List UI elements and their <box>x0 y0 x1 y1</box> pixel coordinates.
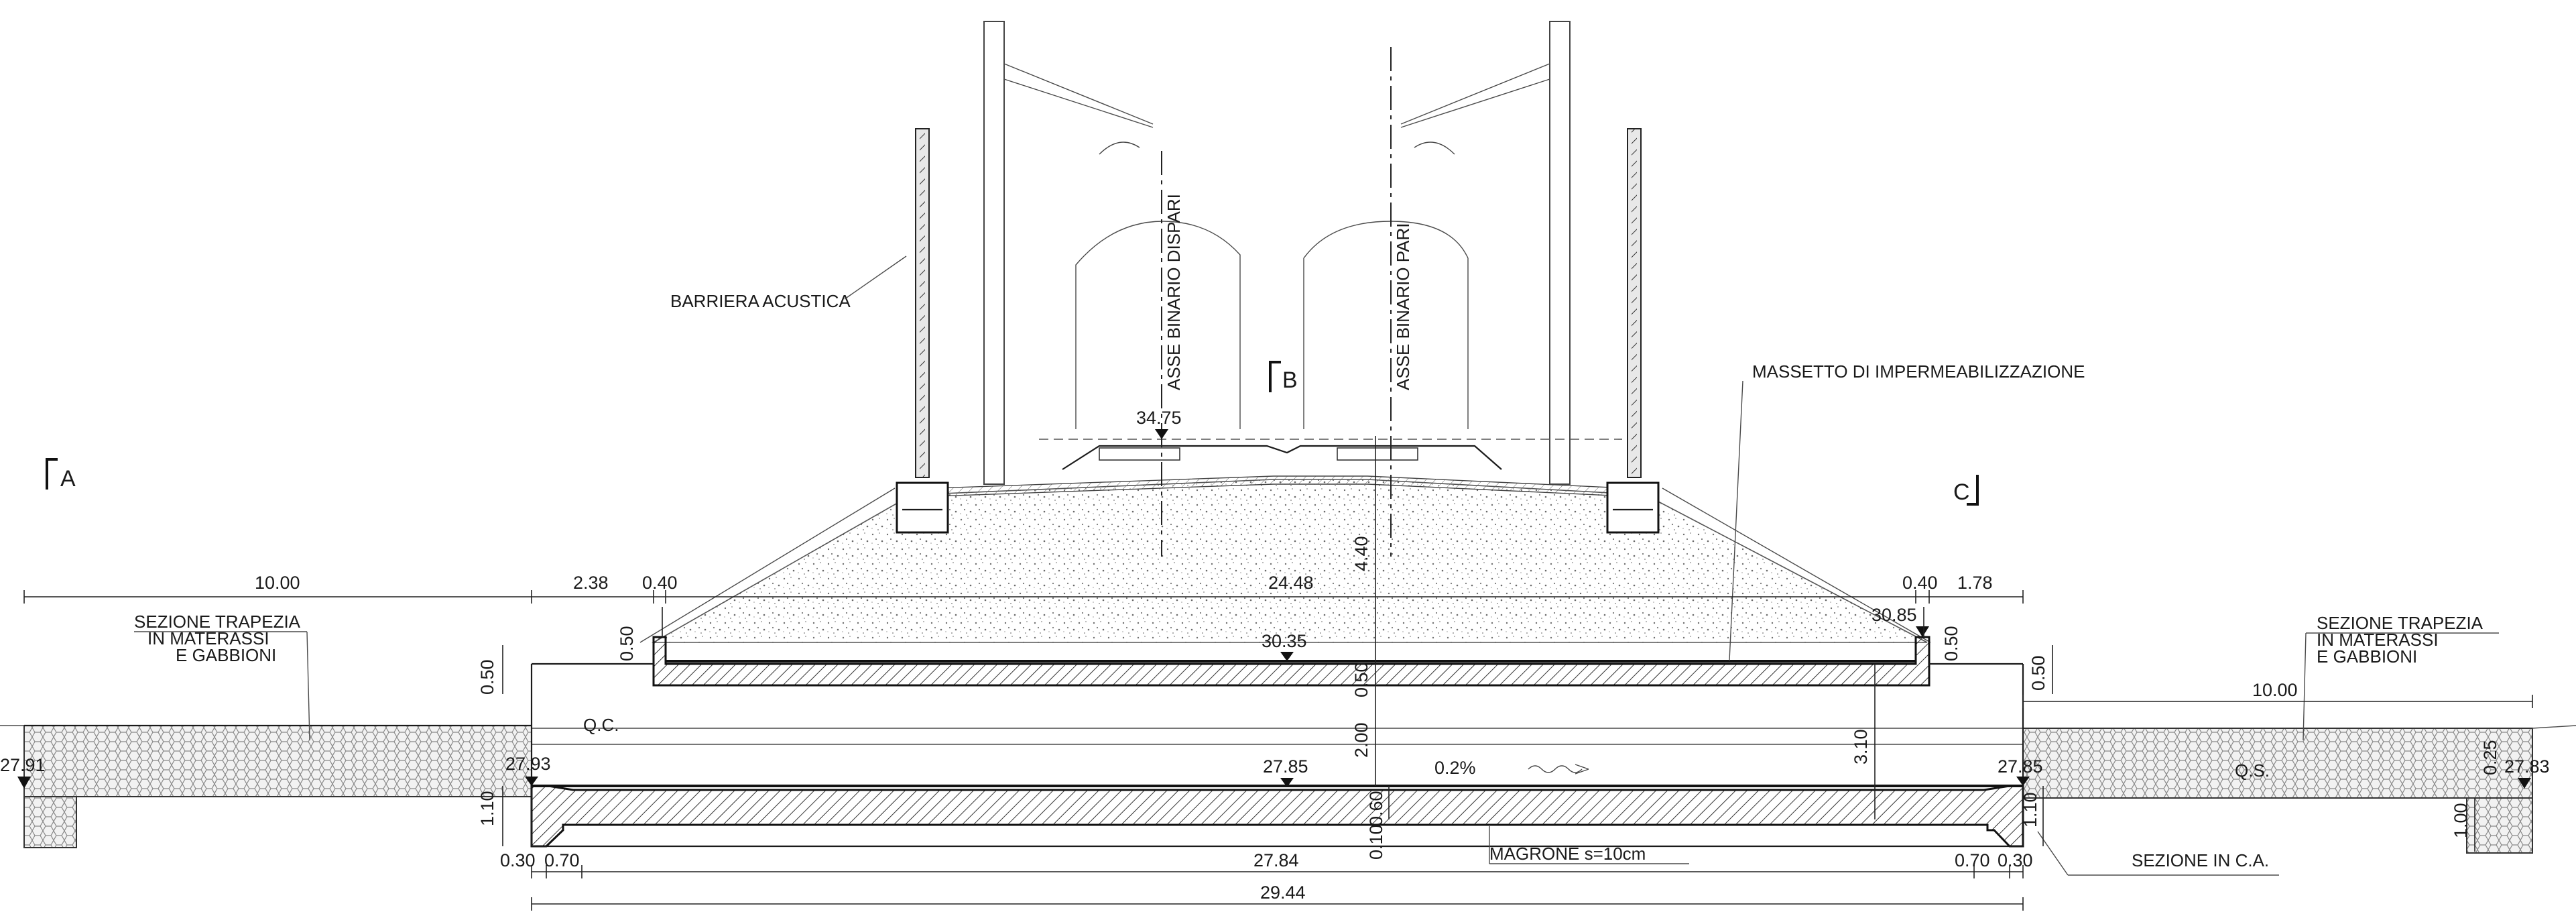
slope-label: 0.2% <box>1434 758 1476 778</box>
elev-rail: 34.75 <box>1136 408 1182 439</box>
track-axis-even-label: ASSE BINARIO PARI <box>1393 223 1413 390</box>
dim-right-foot: 0.30 <box>1998 850 2033 870</box>
dim-left-haunch: 0.70 <box>544 850 580 870</box>
dim-right-haunch: 0.70 <box>1955 850 1990 870</box>
acoustic-barrier-label: BARRIERA ACUSTICA <box>670 291 851 311</box>
qc-label: Q.C. <box>583 715 619 735</box>
dim-inner-width: 24.48 <box>1268 573 1314 593</box>
svg-text:0.60: 0.60 <box>1366 791 1386 826</box>
svg-text:27.91: 27.91 <box>0 755 46 775</box>
svg-text:27.85: 27.85 <box>1998 756 2043 777</box>
svg-text:B: B <box>1282 367 1298 393</box>
concrete-section-leader <box>2037 831 2069 876</box>
section-mark-a: A <box>46 458 76 492</box>
dim-base-slab: 0.60 <box>1366 786 1390 826</box>
section-mark-b: B <box>1269 361 1298 393</box>
elev-right-wall-top: 30.85 <box>1872 605 1929 637</box>
trapeze-right-line1: SEZIONE TRAPEZIA <box>2317 613 2483 633</box>
trapeze-left-leader <box>306 631 310 741</box>
dims-bottom-row: 0.30 0.70 27.84 0.70 0.30 29.44 <box>500 850 2033 911</box>
svg-text:1.10: 1.10 <box>477 791 497 826</box>
svg-text:0.50: 0.50 <box>477 659 497 695</box>
dim-left-offset: 2.38 <box>573 573 609 593</box>
svg-text:2.00: 2.00 <box>1351 722 1371 758</box>
u-channel <box>532 636 2023 687</box>
svg-text:30.85: 30.85 <box>1872 605 1917 625</box>
svg-text:0.50: 0.50 <box>1351 662 1371 697</box>
dim-left-foot: 0.30 <box>500 850 536 870</box>
right-catenary-pole <box>1400 21 1571 485</box>
dim-right-depth: 1.10 <box>2020 786 2044 846</box>
svg-text:1.00: 1.00 <box>2451 803 2471 838</box>
dim-wall-height-right: 0.50 <box>1923 607 1961 661</box>
dim-wall-height-left: 0.50 <box>617 607 663 661</box>
svg-text:30.35: 30.35 <box>1262 631 1307 651</box>
dims-right-trapeze: 10.00 <box>2022 680 2533 708</box>
svg-text:27.93: 27.93 <box>505 754 551 774</box>
waterproofing-leader <box>1729 380 1743 661</box>
trapeze-right-leader <box>2303 632 2307 741</box>
dim-fill-height: 4.40 <box>1351 436 1376 664</box>
dim-right-ground-small: 0.25 <box>2480 740 2500 775</box>
left-acoustic-barrier <box>896 128 949 534</box>
elev-left-ground: 27.91 <box>0 755 46 789</box>
svg-text:0.25: 0.25 <box>2480 740 2500 775</box>
svg-text:27.85: 27.85 <box>1263 756 1308 777</box>
elev-left-base: 27.93 <box>505 754 551 786</box>
svg-text:0.10: 0.10 <box>1366 824 1386 860</box>
dim-trapeze-left-top: 0.50 <box>477 645 503 695</box>
svg-text:3.10: 3.10 <box>1851 729 1871 764</box>
trapeze-right-line3: E GABBIONI <box>2317 646 2417 667</box>
dim-total-height: 3.10 <box>1851 664 1876 819</box>
dim-left-wall: 0.40 <box>642 573 678 593</box>
svg-text:1.10: 1.10 <box>2020 792 2040 827</box>
dim-right-wall: 0.40 <box>1902 573 1938 593</box>
acoustic-barrier-leader <box>844 255 907 300</box>
section-mark-c: C <box>1953 475 1979 506</box>
svg-text:27.83: 27.83 <box>2504 756 2550 777</box>
right-acoustic-barrier <box>1606 128 1660 534</box>
base-slab <box>530 664 2024 848</box>
channel-clearance <box>532 728 2023 775</box>
elev-slab-top: 30.35 <box>1262 631 1307 661</box>
svg-text:4.40: 4.40 <box>1351 536 1371 571</box>
svg-text:0.50: 0.50 <box>1941 626 1961 661</box>
svg-text:A: A <box>60 466 76 492</box>
track-axis-odd-label: ASSE BINARIO DISPARI <box>1164 194 1184 390</box>
waterproofing-label: MASSETTO DI IMPERMEABILIZZAZIONE <box>1752 361 2085 382</box>
svg-text:0.50: 0.50 <box>2028 655 2048 691</box>
svg-text:34.75: 34.75 <box>1136 408 1182 428</box>
elev-center-base: 27.85 <box>1263 756 1308 787</box>
dim-total-width: 29.44 <box>1260 882 1306 903</box>
dim-left-trapeze: 10.00 <box>255 573 300 593</box>
dim-trapeze-right-top: 0.50 <box>2028 645 2053 694</box>
train-gauge-even <box>1303 221 1469 429</box>
left-gabion-block <box>0 724 532 848</box>
dim-base-inner: 27.84 <box>1253 850 1299 870</box>
dim-left-depth: 1.10 <box>477 786 503 846</box>
elev-right-ground: 27.83 <box>2504 756 2550 789</box>
concrete-section-label: SEZIONE IN C.A. <box>2132 850 2269 870</box>
qs-label: Q.S. <box>2235 760 2270 781</box>
elev-right-base: 27.85 <box>1998 756 2043 786</box>
dim-lean-thickness: 0.10 <box>1366 824 1386 860</box>
dim-right-offset: 1.78 <box>1957 573 1993 593</box>
train-gauge-odd <box>1075 221 1241 429</box>
dim-inner-clear: 2.00 <box>1351 685 1376 786</box>
svg-text:0.50: 0.50 <box>617 626 637 661</box>
dim-slab-thickness: 0.50 <box>1351 662 1376 697</box>
dim-right-trapeze-depth: 1.00 <box>2451 798 2475 852</box>
svg-text:10.00: 10.00 <box>2252 680 2298 700</box>
left-catenary-pole <box>983 21 1154 485</box>
lean-concrete-label: MAGRONE s=10cm <box>1489 844 1646 864</box>
dims-top-row: 10.00 2.38 0.40 24.48 0.40 1.78 <box>23 573 2024 604</box>
svg-text:C: C <box>1953 479 1970 505</box>
trapeze-left-line1: SEZIONE TRAPEZIA <box>134 612 301 632</box>
track-bed <box>1039 439 1622 470</box>
trapeze-left-line3: E GABBIONI <box>176 645 276 665</box>
